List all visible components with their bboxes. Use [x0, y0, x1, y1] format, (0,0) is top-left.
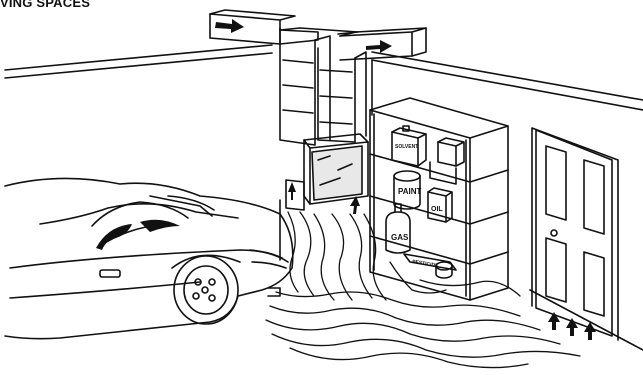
gas-can: [385, 203, 411, 254]
pesticide-bag: [403, 253, 457, 279]
car-window-reflection: [96, 219, 180, 250]
small-boxes: [429, 137, 465, 185]
paint-label: PAINT: [398, 187, 422, 196]
interior-door: [531, 127, 619, 341]
car: [4, 177, 294, 340]
gas-label: GAS: [391, 233, 409, 242]
pesticide-label: PESTICIDE: [412, 259, 440, 269]
solvent-label: SOLVENT: [395, 144, 418, 150]
oil-can: [427, 187, 453, 223]
solvent-box: [391, 125, 427, 167]
oil-label: OIL: [431, 206, 443, 213]
air-duct: [209, 9, 427, 146]
duct-flow-arrow-in: [215, 19, 244, 33]
garage-wall-lines: [4, 44, 643, 351]
car-wheel: [171, 254, 241, 325]
page-heading: VING SPACES: [0, 0, 91, 10]
exhaust-fumes: [265, 211, 581, 369]
furnace: [285, 133, 369, 211]
furnace-flow-arrows: [288, 182, 360, 214]
duct-flow-arrow-out: [366, 40, 392, 53]
fume-arrows-door: [548, 312, 596, 340]
